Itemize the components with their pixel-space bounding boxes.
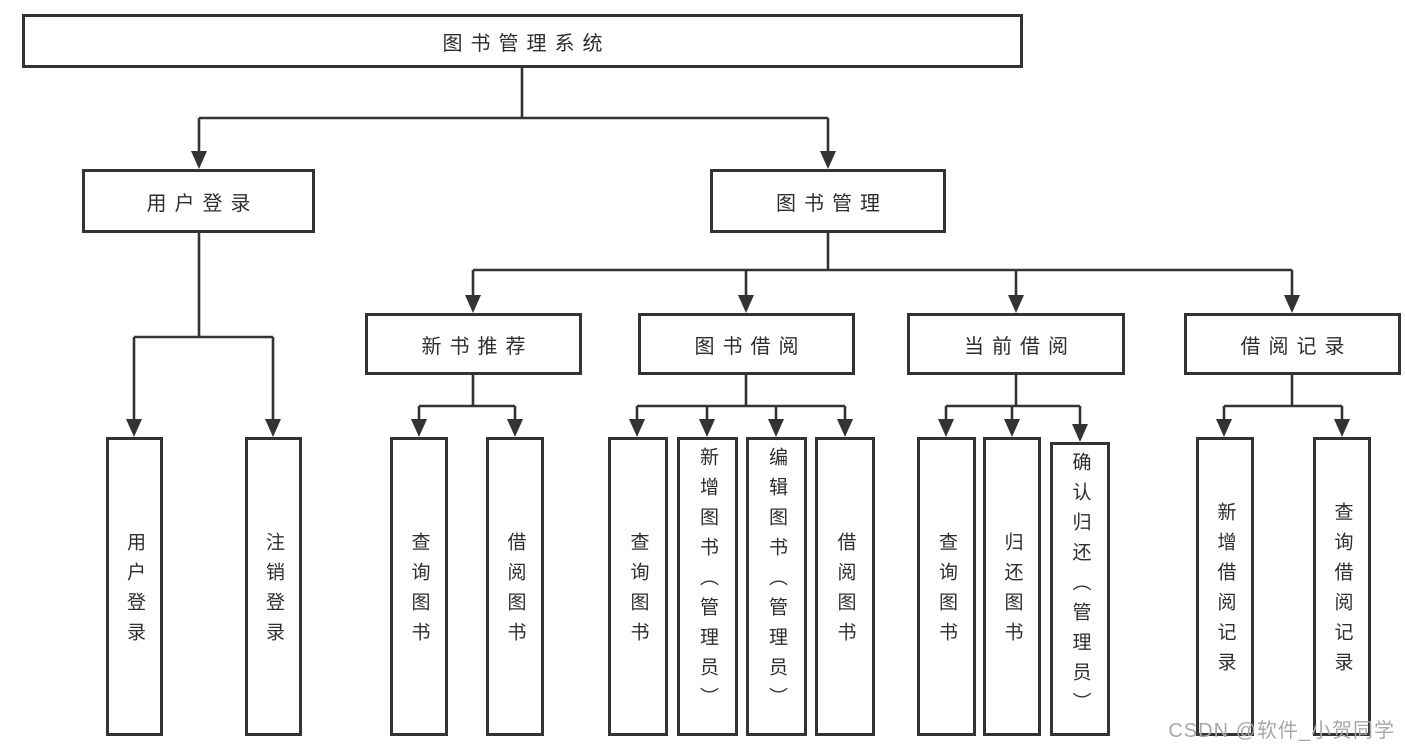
node-current-borrow: 当前借阅 <box>907 313 1125 375</box>
node-root-library-system: 图书管理系统 <box>22 14 1023 68</box>
leaf-query-books-recommend: 查询图书 <box>390 437 448 736</box>
leaf-borrow-books-recommend-label: 借阅图书 <box>504 532 526 652</box>
leaf-confirm-return-admin-label: 确认归还（管理员） <box>1069 452 1091 722</box>
leaf-logout: 注销登录 <box>245 437 302 736</box>
leaf-borrow-books-borrow: 借阅图书 <box>815 437 875 736</box>
leaf-add-borrow-record: 新增借阅记录 <box>1196 437 1254 736</box>
node-user-login: 用户登录 <box>82 169 315 233</box>
node-book-borrow: 图书借阅 <box>638 313 855 375</box>
node-new-book-recommend: 新书推荐 <box>365 313 582 375</box>
leaf-add-borrow-record-label: 新增借阅记录 <box>1214 502 1236 682</box>
leaf-query-books-borrow: 查询图书 <box>608 437 668 736</box>
csdn-watermark: CSDN @软件_小贺同学 <box>1168 720 1395 742</box>
leaf-logout-label: 注销登录 <box>263 532 284 652</box>
leaf-edit-book-admin: 编辑图书（管理员） <box>746 437 807 736</box>
leaf-edit-book-admin-label: 编辑图书（管理员） <box>766 447 787 717</box>
node-borrow-records: 借阅记录 <box>1184 313 1401 375</box>
leaf-confirm-return-admin: 确认归还（管理员） <box>1050 442 1110 736</box>
leaf-borrow-books-recommend: 借阅图书 <box>486 437 544 736</box>
leaf-query-books-borrow-label: 查询图书 <box>627 532 649 652</box>
node-borrow-records-label: 借阅记录 <box>1240 335 1353 358</box>
leaf-add-book-admin: 新增图书（管理员） <box>677 437 738 736</box>
leaf-query-books-recommend-label: 查询图书 <box>408 532 430 652</box>
leaf-return-book: 归还图书 <box>983 437 1041 736</box>
leaf-add-book-admin-label: 新增图书（管理员） <box>697 447 718 717</box>
leaf-query-books-current: 查询图书 <box>917 437 976 736</box>
leaf-query-borrow-record-label: 查询借阅记录 <box>1331 502 1353 682</box>
leaf-borrow-books-borrow-label: 借阅图书 <box>834 532 856 652</box>
node-current-borrow-label: 当前借阅 <box>964 335 1076 358</box>
node-book-borrow-label: 图书借阅 <box>694 335 807 358</box>
leaf-query-books-current-label: 查询图书 <box>936 532 957 652</box>
leaf-return-book-label: 归还图书 <box>1001 532 1023 652</box>
node-new-book-recommend-label: 新书推荐 <box>421 335 534 358</box>
leaf-user-login: 用户登录 <box>106 437 163 736</box>
node-book-management-label: 图书管理 <box>776 192 888 215</box>
leaf-user-login-label: 用户登录 <box>124 532 145 652</box>
leaf-query-borrow-record: 查询借阅记录 <box>1313 437 1371 736</box>
node-book-management: 图书管理 <box>710 169 946 233</box>
node-root-label: 图书管理系统 <box>442 32 611 55</box>
node-user-login-label: 用户登录 <box>146 192 259 215</box>
